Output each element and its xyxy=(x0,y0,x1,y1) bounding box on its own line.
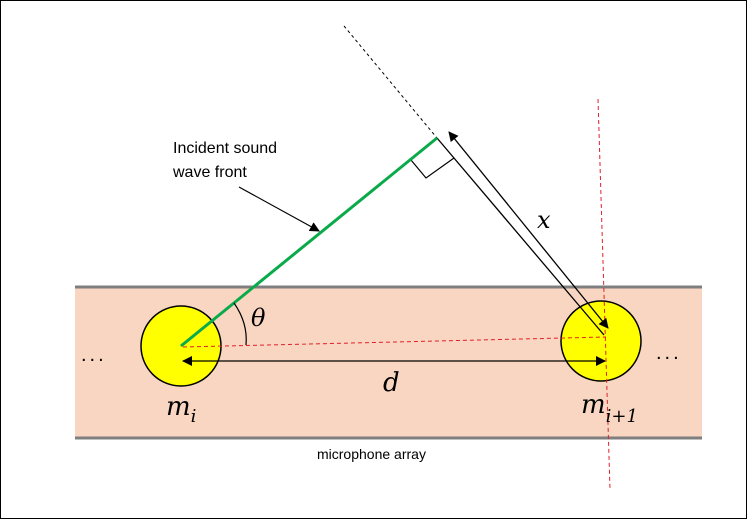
wave-front-pointer xyxy=(238,186,320,232)
x-label: x xyxy=(537,206,551,234)
mic-right-label: mi+1 xyxy=(581,390,638,427)
array-label: microphone array xyxy=(317,446,426,462)
red-dashed-baseline xyxy=(182,336,607,348)
propagation-ray-extension xyxy=(343,25,438,139)
incident-wave-front xyxy=(180,136,438,348)
ellipsis-right: ... xyxy=(656,342,682,364)
mic-left-label: mi xyxy=(166,392,196,427)
microphone-right xyxy=(560,300,642,382)
theta-label: θ xyxy=(251,304,266,332)
d-label: d xyxy=(383,368,400,398)
wave-front-label-line1: Incident sound xyxy=(173,140,277,157)
right-angle-marker xyxy=(410,157,455,179)
theta-arc xyxy=(233,302,247,346)
ellipsis-left: ... xyxy=(81,344,107,366)
x-distance-arrow xyxy=(448,131,609,329)
wave-front-label-line2: wave front xyxy=(172,164,247,181)
